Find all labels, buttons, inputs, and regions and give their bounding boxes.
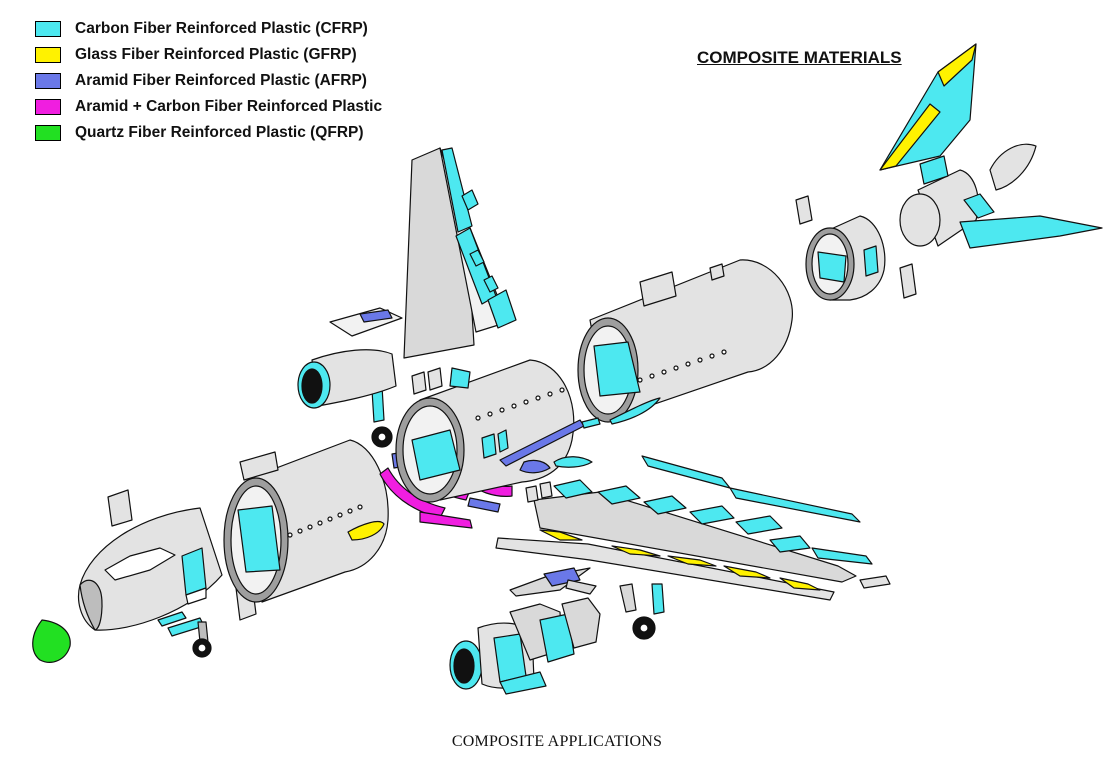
right-engine-exploded xyxy=(449,597,601,695)
aft-fuselage-section xyxy=(577,259,793,425)
diagram-title: COMPOSITE MATERIALS xyxy=(697,48,902,67)
main-landing-gear-left xyxy=(371,367,471,448)
legend-label: Aramid + Carbon Fiber Reinforced Plastic xyxy=(75,98,383,115)
legend-label: Aramid Fiber Reinforced Plastic (AFRP) xyxy=(75,72,367,89)
legend-item-aramid-carbon: Aramid + Carbon Fiber Reinforced Plastic xyxy=(35,94,382,120)
main-landing-gear-right xyxy=(525,481,656,640)
radome xyxy=(32,619,71,663)
nose-landing-gear xyxy=(192,621,212,658)
legend: Carbon Fiber Reinforced Plastic (CFRP) G… xyxy=(35,16,382,146)
legend-item-gfrp: Glass Fiber Reinforced Plastic (GFRP) xyxy=(35,42,382,68)
right-pylon xyxy=(509,567,665,615)
forward-fuselage-section xyxy=(223,439,389,603)
legend-swatch xyxy=(35,21,61,37)
left-engine-nacelle xyxy=(297,307,403,409)
legend-item-cfrp: Carbon Fiber Reinforced Plastic (CFRP) xyxy=(35,16,382,42)
center-fuselage-section xyxy=(395,359,585,503)
legend-item-afrp: Aramid Fiber Reinforced Plastic (AFRP) xyxy=(35,68,382,94)
vertical-stabilizer xyxy=(879,43,977,171)
figure-caption: COMPOSITE APPLICATIONS xyxy=(451,733,663,750)
tail-cone xyxy=(899,143,1037,247)
legend-label: Glass Fiber Reinforced Plastic (GFRP) xyxy=(75,46,357,63)
legend-swatch xyxy=(35,99,61,115)
legend-swatch xyxy=(35,73,61,89)
left-wing xyxy=(403,147,517,359)
rear-fuselage-section xyxy=(795,195,917,301)
right-wing xyxy=(495,417,891,601)
legend-swatch xyxy=(35,47,61,63)
legend-label: Carbon Fiber Reinforced Plastic (CFRP) xyxy=(75,20,368,37)
legend-swatch xyxy=(35,125,61,141)
horizontal-stabilizer xyxy=(919,155,1103,249)
legend-label: Quartz Fiber Reinforced Plastic (QFRP) xyxy=(75,124,364,141)
legend-item-qfrp: Quartz Fiber Reinforced Plastic (QFRP) xyxy=(35,120,382,146)
